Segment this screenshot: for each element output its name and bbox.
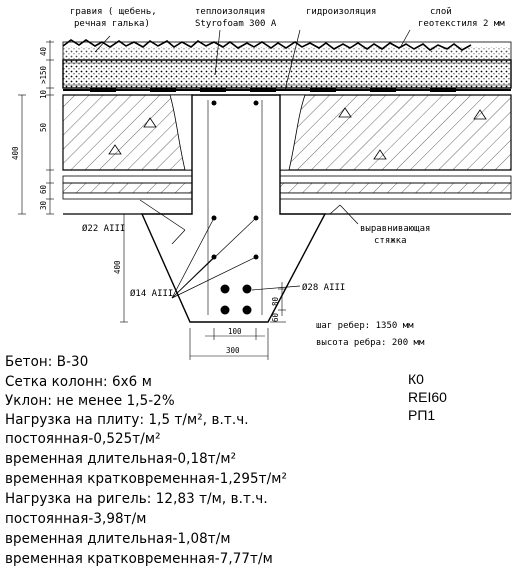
dim-400-left: 400 [11, 146, 20, 160]
label-waterproofing: гидроизоляция [306, 7, 376, 17]
label-styrofoam: Styrofoam 300 A [195, 19, 277, 29]
label-gravel-line1: гравия ( щебень, [70, 6, 157, 17]
label-rib-height: высота ребра: 200 мм [316, 337, 425, 348]
note-concrete: Бетон: В-30 [5, 354, 89, 370]
label-rib-step: шаг ребер: 1350 мм [316, 320, 414, 331]
dim-10: 10 [39, 89, 48, 99]
note-beam-short-term: временная кратковременная-7,77т/м [5, 551, 273, 567]
dim-150: >150 [39, 65, 48, 84]
note-slab-load: Нагрузка на плиту: 1,5 т/м², в.т.ч. [5, 412, 249, 428]
dim-60-right: 60 [271, 312, 280, 322]
dim-300: 300 [226, 346, 240, 355]
label-rebar-28: Ø28 AIII [302, 282, 345, 293]
label-leveling-line2: стяжка [374, 236, 407, 246]
dimension-lines [18, 40, 286, 360]
label-rebar-14: Ø14 AIII [130, 288, 173, 299]
note-slope: Уклон: не менее 1,5-2% [5, 393, 175, 409]
class-rp1: РП1 [408, 407, 436, 423]
dim-60: 60 [39, 184, 48, 194]
label-insulation: теплоизоляция [195, 7, 265, 17]
gravel-layer [62, 39, 512, 61]
left-slab [62, 94, 193, 200]
note-column-grid: Сетка колонн: 6х6 м [5, 374, 152, 390]
dim-400-rib: 400 [113, 260, 122, 274]
label-rebar-22: Ø22 AIII [82, 223, 125, 234]
dim-30: 30 [39, 200, 48, 210]
leader-lines [94, 29, 411, 299]
insulation-layer [62, 59, 512, 89]
note-beam-long-term: временная длительная-1,08т/м [5, 531, 231, 547]
dim-40: 40 [39, 46, 48, 56]
beam-rib [63, 94, 511, 323]
dim-50: 50 [39, 122, 48, 132]
label-leveling-line1: выравнивающая [360, 224, 430, 234]
dim-100: 100 [228, 327, 242, 336]
right-slab [279, 94, 512, 200]
dim-80: 80 [271, 296, 280, 306]
note-beam-permanent: постоянная-3,98т/м [5, 511, 147, 527]
note-slab-short-term: временная кратковременная-1,295т/м² [5, 471, 287, 487]
note-slab-long-term: временная длительная-0,18т/м² [5, 451, 237, 467]
label-geotextile-line1: слой [430, 7, 452, 17]
class-rei60: REI60 [408, 389, 447, 405]
waterproofing-layer [63, 88, 511, 92]
class-k0: К0 [408, 371, 424, 387]
label-geotextile-line2: геотекстиля 2 мм [418, 19, 505, 29]
note-beam-load: Нагрузка на ригель: 12,83 т/м, в.т.ч. [5, 491, 268, 507]
main-rebars [220, 284, 252, 315]
note-slab-permanent: постоянная-0,525т/м² [5, 431, 161, 447]
label-gravel-line2: речная галька) [74, 19, 150, 29]
